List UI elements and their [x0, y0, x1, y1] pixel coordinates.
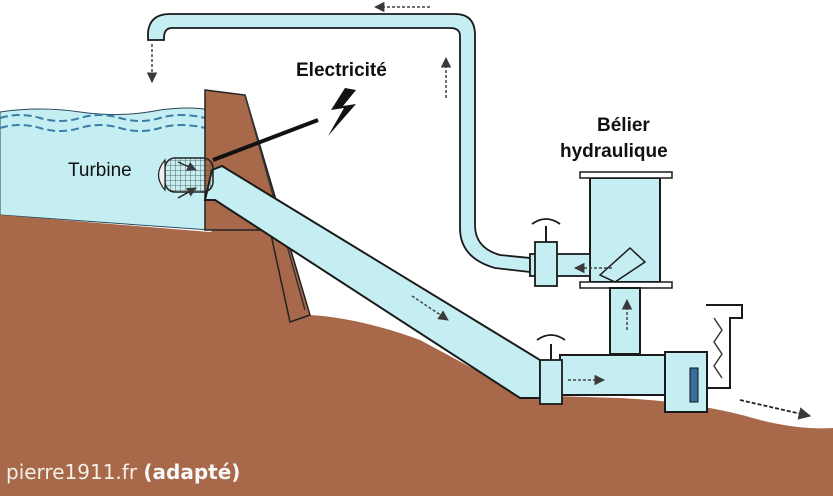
credit-note: (adapté) [143, 460, 241, 484]
reservoir-water [0, 107, 211, 231]
flow-arrow-icon [177, 161, 197, 171]
water-surface-wave-2 [0, 124, 206, 132]
ram-riser [609, 287, 641, 355]
upper-valve [531, 218, 561, 287]
electricity-label: Electricité [296, 60, 387, 81]
flow-arrow-icon [177, 187, 197, 199]
waste-valve-spring [706, 304, 743, 389]
waste-valve-housing [664, 351, 708, 413]
turbine-cap [157, 158, 166, 192]
ram-label-line1: Bélier [597, 115, 650, 136]
valve-handle-icon [536, 334, 566, 341]
source-credit: pierre1911.fr (adapté) [6, 460, 240, 484]
spring-zigzag [713, 317, 723, 379]
flow-arrow-icon [411, 295, 449, 321]
ground-earth [0, 205, 833, 496]
ram-body-lower [559, 354, 671, 396]
credit-site: pierre1911.fr [6, 460, 138, 484]
ram-internal-diagonal [598, 246, 647, 283]
waste-valve-disc [689, 367, 699, 403]
ram-label-line2: hydraulique [560, 141, 668, 162]
water-surface-wave-1 [0, 114, 206, 122]
lower-valve [536, 334, 566, 405]
electric-cable [212, 118, 319, 162]
valve-handle-icon [531, 218, 561, 225]
delivery-pipe [147, 13, 531, 274]
lightning-bolt-icon [328, 88, 356, 136]
ram-chamber-top-flange [579, 171, 673, 179]
turbine-label: Turbine [68, 160, 132, 181]
drive-pipe [203, 164, 541, 399]
turbine-strainer [164, 157, 214, 193]
flow-arrow-icon [739, 399, 812, 420]
